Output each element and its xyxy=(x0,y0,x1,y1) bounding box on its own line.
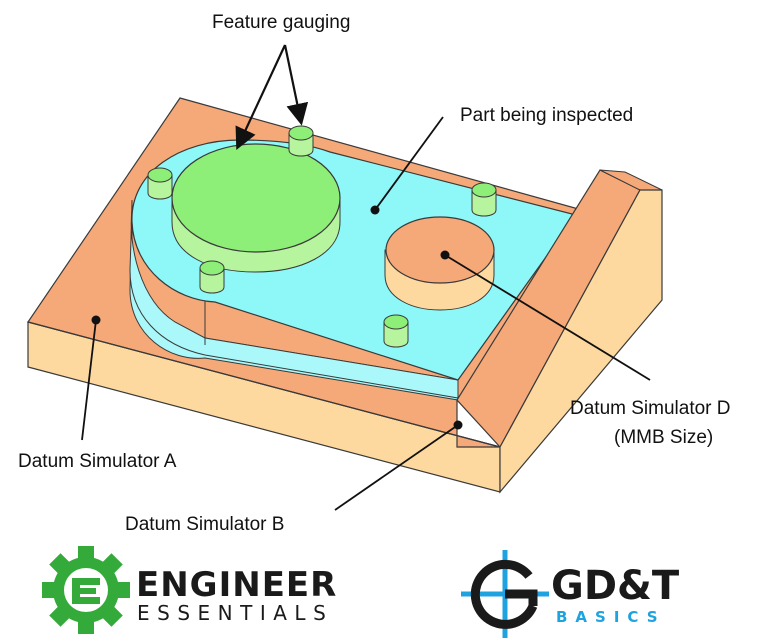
label-datum-simulator-d: Datum Simulator D xyxy=(570,398,731,419)
datum-d-leader-dot xyxy=(440,250,450,260)
gauge-pin xyxy=(288,125,314,157)
gdt-basics-line2: BASICS xyxy=(556,608,666,626)
engineer-essentials-line1: ENGINEER xyxy=(136,565,337,605)
engineer-essentials-logo: ENGINEER ESSENTIALS xyxy=(42,546,337,634)
datum-b-leader-line xyxy=(334,424,459,511)
gauge-pin xyxy=(471,182,497,217)
label-datum-simulator-b: Datum Simulator B xyxy=(125,514,284,535)
gauge-pin xyxy=(383,314,409,348)
gdt-basics-line1: GD&T xyxy=(551,563,680,609)
datum-a-leader-dot xyxy=(91,315,101,325)
large-gauge-disk xyxy=(171,143,341,273)
datum-a-leader-line xyxy=(81,319,97,441)
label-datum-simulator-d-size: (MMB Size) xyxy=(614,427,713,448)
gauge-pin xyxy=(147,167,173,200)
label-feature-gauging: Feature gauging xyxy=(212,12,350,33)
part-leader-line xyxy=(374,116,444,211)
gear-icon xyxy=(42,546,130,634)
datum-simulator-b-wall xyxy=(456,169,663,494)
feature-gauging-arrow-right xyxy=(283,44,309,126)
datum-b-leader-dot xyxy=(453,420,463,430)
feature-gauging-arrow-left xyxy=(235,44,286,150)
gdt-target-icon xyxy=(461,550,549,638)
gdt-basics-logo: GD&T BASICS xyxy=(461,550,680,638)
datum-d-leader-line xyxy=(444,254,651,381)
part-leader-dot xyxy=(370,205,380,215)
label-datum-simulator-a: Datum Simulator A xyxy=(18,451,177,472)
label-part-being-inspected: Part being inspected xyxy=(460,105,633,126)
datum-simulator-d-disk xyxy=(384,216,495,311)
engineer-essentials-line2: ESSENTIALS xyxy=(137,601,333,625)
gauge-pin xyxy=(199,260,225,294)
